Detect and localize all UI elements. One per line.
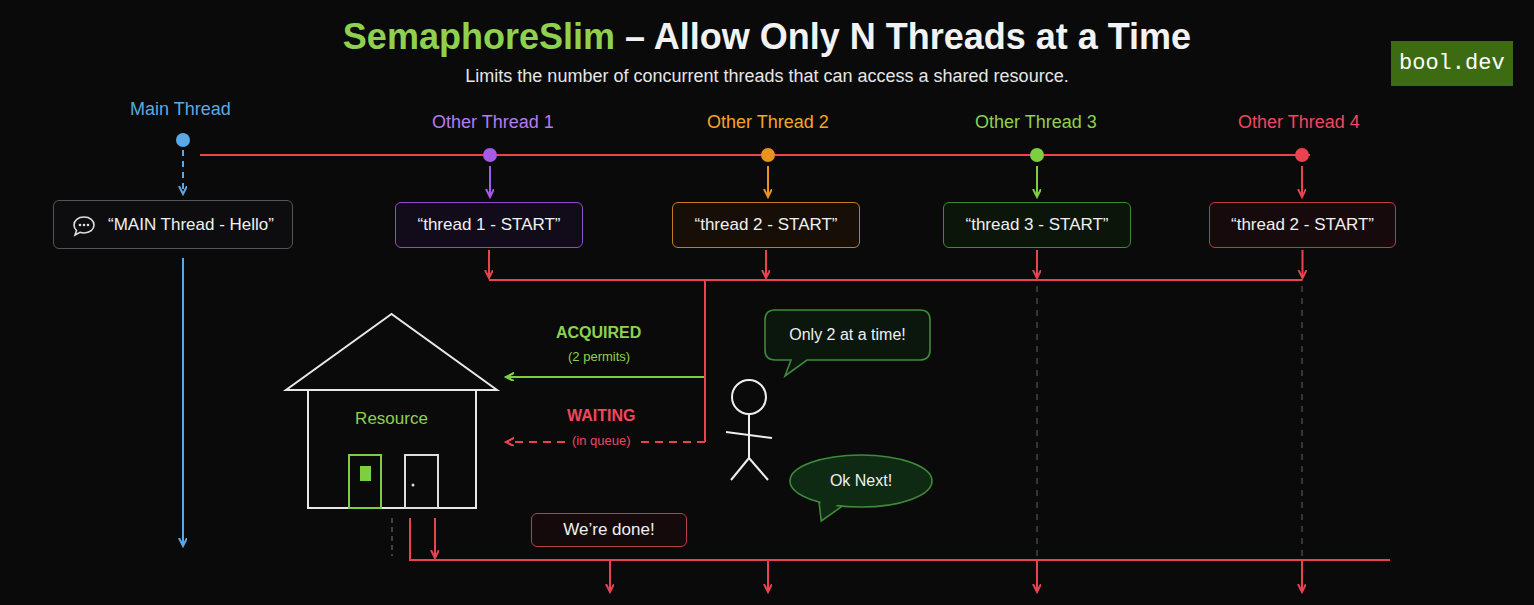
- bubble-outline: [790, 455, 932, 507]
- logo-watermark: bool.dev: [1391, 41, 1513, 86]
- house-body: [308, 390, 476, 508]
- dot: [83, 224, 86, 227]
- chat-icon: [71, 214, 97, 238]
- connector-lane: [506, 376, 705, 378]
- text-label: Other Thread 2: [707, 112, 829, 133]
- node-text: “MAIN Thread - Hello”: [108, 215, 274, 235]
- text-label: WAITING: [567, 407, 635, 425]
- chat-bubble: [74, 217, 94, 235]
- dot: [87, 224, 90, 227]
- connector-lane: [506, 376, 705, 378]
- connector-merge: [489, 280, 705, 377]
- node-text: We’re done!: [563, 520, 654, 540]
- text-label: Other Thread 4: [1238, 112, 1360, 133]
- node-text: “thread 3 - START”: [966, 215, 1109, 235]
- connector-merge: [705, 280, 766, 377]
- connector: [489, 250, 705, 377]
- thread-box: “thread 3 - START”: [943, 202, 1131, 248]
- node-text: Only 2 at a time!: [789, 326, 906, 344]
- thread-box: “thread 2 - START”: [672, 202, 860, 248]
- caption: Limits the number of concurrent threads …: [0, 66, 1534, 87]
- door-knob: [412, 484, 415, 487]
- connector: [506, 250, 1303, 442]
- node-text: “thread 2 - START”: [695, 215, 838, 235]
- text-label: ACQUIRED: [556, 324, 641, 342]
- thread-box: “thread 2 - START”: [1209, 202, 1396, 248]
- title: SemaphoreSlim – Allow Only N Threads at …: [0, 16, 1534, 58]
- text-label: Other Thread 3: [975, 112, 1097, 133]
- connector-merge: [705, 280, 1037, 442]
- text-label: (2 permits): [568, 349, 630, 364]
- connector: [506, 250, 766, 377]
- connector-drop: [1302, 250, 1304, 278]
- text-label: Other Thread 1: [432, 112, 554, 133]
- node-text: “thread 2 - START”: [1231, 215, 1374, 235]
- title-rest: – Allow Only N Threads at a Time: [615, 16, 1191, 57]
- connector-drop: [488, 250, 490, 278]
- bubble-outline: [765, 310, 930, 376]
- dot: [79, 224, 82, 227]
- connector: [506, 250, 1037, 442]
- thread-box: “thread 1 - START”: [395, 202, 583, 248]
- door-window: [360, 466, 371, 481]
- node-text: Ok Next!: [830, 472, 892, 490]
- speech-bubble: Ok Next!: [790, 455, 932, 507]
- connector-drop: [765, 250, 767, 278]
- connector-drop: [1036, 250, 1038, 278]
- text-label: (in queue): [568, 433, 635, 448]
- roof: [286, 314, 497, 390]
- title-accent: SemaphoreSlim: [343, 16, 615, 57]
- node-text: “thread 1 - START”: [418, 215, 561, 235]
- door-closed: [405, 455, 438, 508]
- resource-house: Resource: [285, 313, 498, 509]
- bubble-tail-fill: [820, 496, 841, 517]
- door-open: [349, 455, 381, 508]
- speech-bubble: Only 2 at a time!: [765, 310, 930, 360]
- thread-box: “MAIN Thread - Hello”: [53, 200, 293, 249]
- connector-merge: [705, 280, 1303, 442]
- node-text: Resource: [355, 409, 428, 429]
- text-label: Main Thread: [130, 99, 231, 120]
- thread-box: We’re done!: [531, 513, 687, 547]
